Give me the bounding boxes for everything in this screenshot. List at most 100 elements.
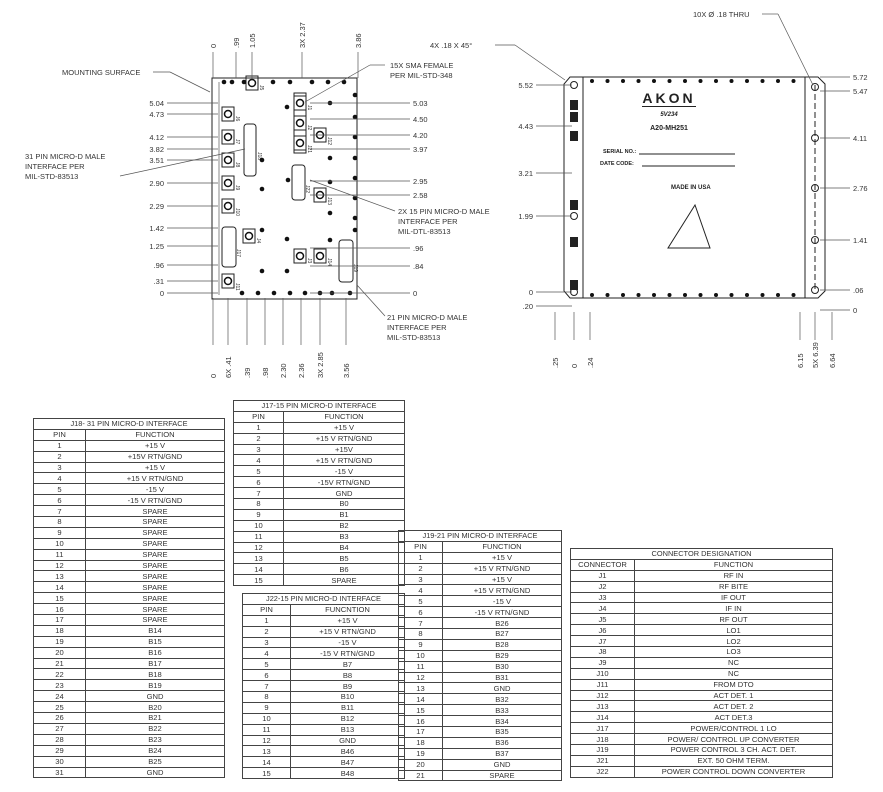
connector-label: J1: [306, 105, 312, 111]
function-cell: SPARE: [85, 581, 225, 594]
table-row: 5-15 V: [398, 595, 562, 608]
pin-cell: 11: [33, 548, 86, 561]
dimension-label: .25: [551, 358, 560, 368]
table-row: 3+15V: [233, 443, 405, 456]
dimension-label: .31: [154, 277, 164, 286]
dimension-label: 6.15: [796, 353, 805, 368]
dimension-label: 2.30: [279, 363, 288, 378]
screw-dot: [325, 79, 331, 85]
function-cell: POWER/ CONTROL UP CONVERTER: [634, 733, 833, 746]
connector-j3: J3: [293, 248, 312, 264]
dimension-label: 2.95: [413, 177, 428, 186]
function-cell: -15 V: [85, 483, 225, 496]
function-cell: NC: [634, 667, 833, 680]
connector-j21: J21: [293, 135, 312, 153]
table-row: 3+15 V: [398, 573, 562, 586]
pin-cell: 18: [398, 736, 443, 749]
dimension-line: [356, 284, 386, 317]
pin-cell: 3: [233, 443, 284, 456]
pin-cell: 4: [233, 454, 284, 467]
pin-cell: 17: [33, 614, 86, 626]
connector-j8: J8: [221, 152, 240, 168]
function-cell: RF BITE: [634, 580, 833, 593]
function-cell: +15 V: [442, 551, 562, 564]
dimension-label: 3X 2.37: [298, 22, 307, 48]
pin-cell: 19: [33, 635, 86, 648]
pin-cell: 15: [242, 767, 291, 780]
function-cell: SPARE: [85, 548, 225, 561]
function-cell: B27: [442, 628, 562, 640]
screw-dot: [327, 237, 333, 243]
column-header: PIN: [33, 428, 86, 441]
pin-cell: 6: [398, 606, 443, 619]
pin-cell: 13: [398, 682, 443, 695]
screw-dot: [791, 293, 796, 297]
connector-label: J9: [234, 185, 240, 191]
pin-cell: 19: [398, 747, 443, 760]
function-cell: GND: [290, 734, 405, 747]
dimension-label: 5.47: [853, 87, 868, 96]
dimension-label: 0: [570, 364, 579, 368]
dimension-label: 3.56: [342, 363, 351, 378]
table-row: 2+15 V RTN/GND: [233, 432, 405, 445]
function-cell: B47: [290, 756, 405, 769]
pin-cell: J6: [570, 624, 635, 637]
pin-cell: 3: [398, 573, 443, 586]
pin-cell: 8: [398, 628, 443, 640]
connector-j6: J6: [221, 106, 240, 122]
screw-dot: [776, 293, 780, 297]
function-cell: -15 V RTN/GND: [85, 494, 225, 507]
dimension-label: 0: [413, 289, 417, 298]
dimension-line: [309, 179, 396, 212]
connector-label: J5: [258, 85, 264, 91]
function-cell: SPARE: [283, 574, 405, 587]
dimension-label: 5.03: [413, 99, 428, 108]
screw-dot: [636, 293, 641, 297]
connector-label: J7: [234, 139, 240, 145]
pin15-note: 2X 15 PIN MICRO-D MALE: [398, 207, 490, 216]
dimension-label: 3X 2.85: [316, 352, 325, 378]
pin-cell: 16: [33, 603, 86, 616]
dimension-line: [777, 13, 814, 86]
connector-j2: J2: [293, 115, 312, 131]
screw-dot: [683, 293, 687, 297]
function-cell: SPARE: [85, 516, 225, 528]
dimension-label: .98: [261, 368, 270, 378]
screw-dot: [667, 293, 672, 297]
screw-dot: [352, 227, 358, 233]
function-cell: B3: [283, 530, 405, 543]
function-cell: B36: [442, 736, 562, 749]
function-cell: SPARE: [85, 559, 225, 572]
dimension-label: 1.05: [248, 33, 257, 48]
function-cell: +15 V: [283, 421, 405, 434]
screw-dot: [729, 79, 734, 83]
right-view: [563, 76, 826, 299]
connector-j7: J7: [221, 129, 240, 145]
dimension-label: 4.73: [149, 110, 164, 119]
pin-cell: 20: [33, 646, 86, 659]
function-cell: B13: [290, 723, 405, 736]
pin-cell: 5: [242, 658, 291, 671]
side-connector: [570, 280, 578, 290]
dimension-label: 2.36: [297, 363, 306, 378]
screw-dot: [652, 293, 656, 297]
function-cell: +15 V: [290, 614, 405, 627]
screw-dot: [327, 210, 333, 216]
function-cell: B0: [283, 498, 405, 510]
